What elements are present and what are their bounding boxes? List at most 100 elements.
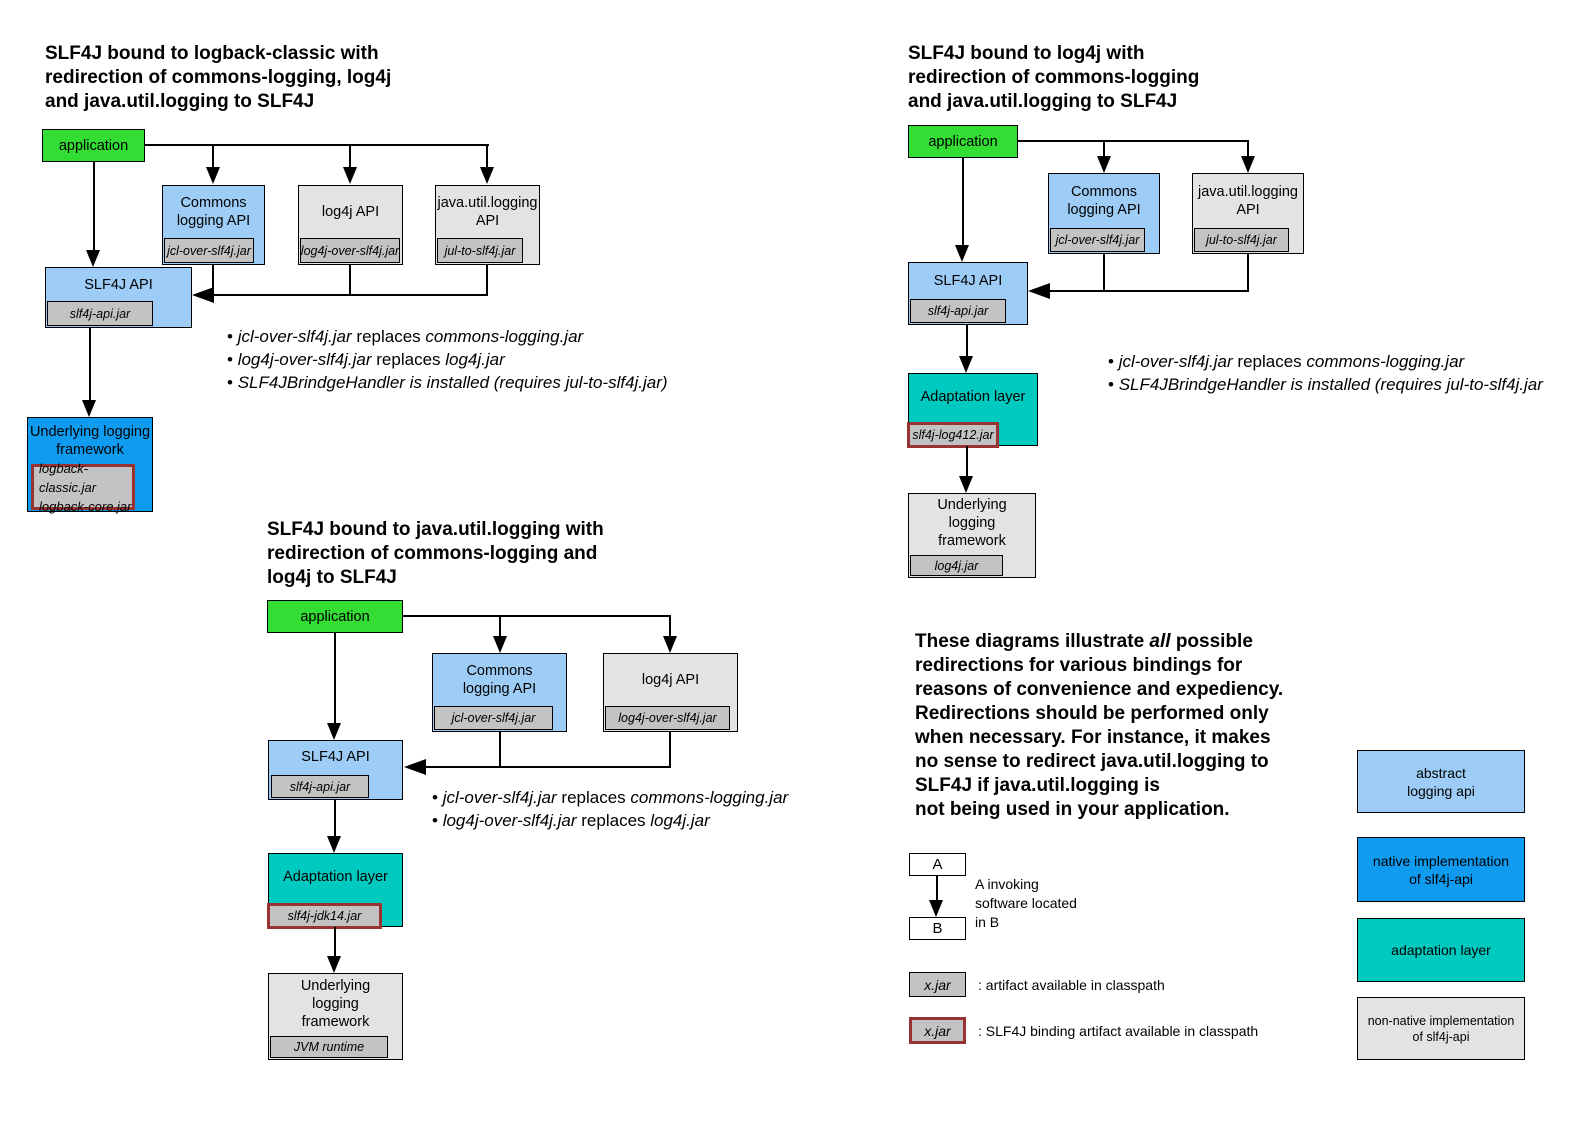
legend-adaptation-layer: adaptation layer — [1357, 918, 1525, 982]
box-underlying-framework: Underlying logging framework logback-cla… — [27, 417, 153, 514]
text-line: • jcl-over-slf4j.jar replaces commons-lo… — [1108, 352, 1465, 371]
box-label: application — [928, 133, 998, 150]
box-label: log4j API — [641, 671, 700, 688]
jar-badge: jcl-over-slf4j.jar — [164, 238, 254, 263]
diagram3-title: SLF4J bound to java.util.logging with re… — [267, 519, 604, 588]
box-label: application — [58, 137, 129, 154]
box-application: application — [267, 600, 403, 633]
box-application: application — [908, 125, 1018, 158]
explanation-paragraph: These diagrams illustrate all possible re… — [915, 630, 1355, 822]
jar-badge: log4j-over-slf4j.jar — [300, 238, 400, 263]
box-label: Adaptation layer — [920, 388, 1026, 405]
binding-jar-badge: logback-classic.jar logback-core.jar — [31, 461, 135, 514]
text-line: not being used in your application. — [915, 799, 1230, 820]
jar-badge: log4j-over-slf4j.jar — [605, 706, 730, 730]
jar-badge: slf4j-api.jar — [271, 775, 369, 798]
arrowhead-left-icon — [404, 759, 426, 775]
connector-line — [426, 766, 670, 768]
box-label: Underlying logging framework — [29, 423, 151, 458]
legend-box-a-label: A — [932, 856, 943, 873]
jar-badge: log4j.jar — [910, 555, 1003, 576]
connector-line — [334, 927, 336, 956]
legend-binding-jar: x.jar — [909, 1017, 966, 1044]
legend-native-implementation: native implementation of slf4j-api — [1357, 837, 1525, 902]
box-label: SLF4J API — [84, 276, 153, 293]
connector-line — [1018, 140, 1249, 142]
box-commons-logging-api: Commons logging API jcl-over-slf4j.jar — [1048, 173, 1160, 254]
connector-line — [669, 615, 671, 636]
box-label: java.util.logging API — [437, 195, 538, 229]
bullet-list: • jcl-over-slf4j.jar replaces commons-lo… — [227, 325, 668, 394]
connector-line — [212, 144, 214, 167]
legend-invoke-caption: A invoking software located in B — [975, 876, 1077, 930]
text-line: • SLF4JBrindgeHandler is installed (requ… — [1108, 375, 1543, 394]
arrowhead-down-icon — [929, 900, 943, 917]
diagram2-title: SLF4J bound to log4j with redirection of… — [908, 43, 1200, 112]
arrowhead-left-icon — [1028, 283, 1050, 299]
connector-line — [1247, 254, 1249, 292]
text-line: • log4j-over-slf4j.jar replaces log4j.ja… — [227, 350, 505, 369]
text-line: • jcl-over-slf4j.jar replaces commons-lo… — [432, 788, 789, 807]
box-jul-api: java.util.logging API jul-to-slf4j.jar — [435, 185, 540, 265]
box-label: log4j API — [321, 204, 380, 220]
text-line: reasons of convenience and expediency. — [915, 679, 1284, 700]
connector-line — [499, 732, 501, 768]
connector-line — [486, 144, 488, 167]
arrowhead-down-icon — [86, 250, 100, 267]
jar-badge: slf4j-api.jar — [910, 299, 1006, 323]
connector-line — [1050, 290, 1248, 292]
arrowhead-down-icon — [82, 400, 96, 417]
text-line: redirections for various bindings for — [915, 655, 1243, 676]
legend-binding-caption: : SLF4J binding artifact available in cl… — [978, 1023, 1259, 1039]
connector-line — [349, 144, 351, 167]
connector-line — [89, 328, 91, 401]
box-underlying-framework: Underlying logging framework JVM runtime — [268, 973, 403, 1060]
arrowhead-left-icon — [192, 287, 214, 303]
box-label: SLF4J API — [933, 272, 1003, 289]
diagram1-title: SLF4J bound to logback-classic with redi… — [45, 43, 392, 112]
box-label: java.util.logging API — [1198, 183, 1298, 218]
arrowhead-down-icon — [327, 723, 341, 740]
legend-box-a: A — [909, 853, 966, 876]
arrowhead-down-icon — [959, 476, 973, 493]
connector-line — [214, 294, 488, 296]
connector-line — [334, 633, 336, 723]
jar-badge: jul-to-slf4j.jar — [437, 238, 523, 263]
text-line: These diagrams illustrate all possible — [915, 631, 1253, 652]
connector-line — [966, 325, 968, 356]
connector-line — [403, 615, 671, 617]
connector-line — [962, 158, 964, 245]
text-line: • SLF4JBrindgeHandler is installed (requ… — [227, 373, 668, 392]
connector-line — [1247, 140, 1249, 156]
box-jul-api: java.util.logging API jul-to-slf4j.jar — [1192, 173, 1304, 254]
arrowhead-down-icon — [663, 636, 677, 653]
box-adaptation-layer: Adaptation layer slf4j-log412.jar — [907, 373, 1038, 448]
box-slf4j-api: SLF4J API slf4j-api.jar — [45, 267, 192, 328]
text-line: • jcl-over-slf4j.jar replaces commons-lo… — [227, 327, 584, 346]
box-label: Adaptation layer — [283, 869, 388, 885]
legend-non-native-implementation: non-native implementation of slf4j-api — [1357, 997, 1525, 1060]
arrowhead-down-icon — [1241, 156, 1255, 173]
jar-badge: jcl-over-slf4j.jar — [434, 706, 553, 730]
legend-box-b-label: B — [932, 920, 943, 937]
arrowhead-down-icon — [343, 167, 357, 184]
arrowhead-down-icon — [1097, 156, 1111, 173]
text-line: SLF4J if java.util.logging is — [915, 775, 1160, 796]
legend-abstract-logging-api: abstract logging api — [1357, 750, 1525, 813]
box-label: Commons logging API — [462, 662, 537, 697]
connector-line — [1103, 140, 1105, 156]
box-adaptation-layer: Adaptation layer slf4j-jdk14.jar — [267, 853, 403, 929]
connector-line — [669, 732, 671, 768]
connector-line — [499, 615, 501, 636]
arrowhead-down-icon — [959, 356, 973, 373]
box-label: Underlying logging framework — [300, 977, 371, 1030]
box-commons-logging-api: Commons logging API jcl-over-slf4j.jar — [162, 185, 265, 265]
jar-badge: JVM runtime — [270, 1036, 388, 1058]
jar-badge: slf4j-api.jar — [47, 301, 153, 326]
legend-box-b: B — [909, 917, 966, 940]
text-line: no sense to redirect java.util.logging t… — [915, 751, 1269, 772]
arrowhead-down-icon — [493, 636, 507, 653]
connector-line — [93, 162, 95, 250]
bullet-list: • jcl-over-slf4j.jar replaces commons-lo… — [1108, 350, 1543, 396]
